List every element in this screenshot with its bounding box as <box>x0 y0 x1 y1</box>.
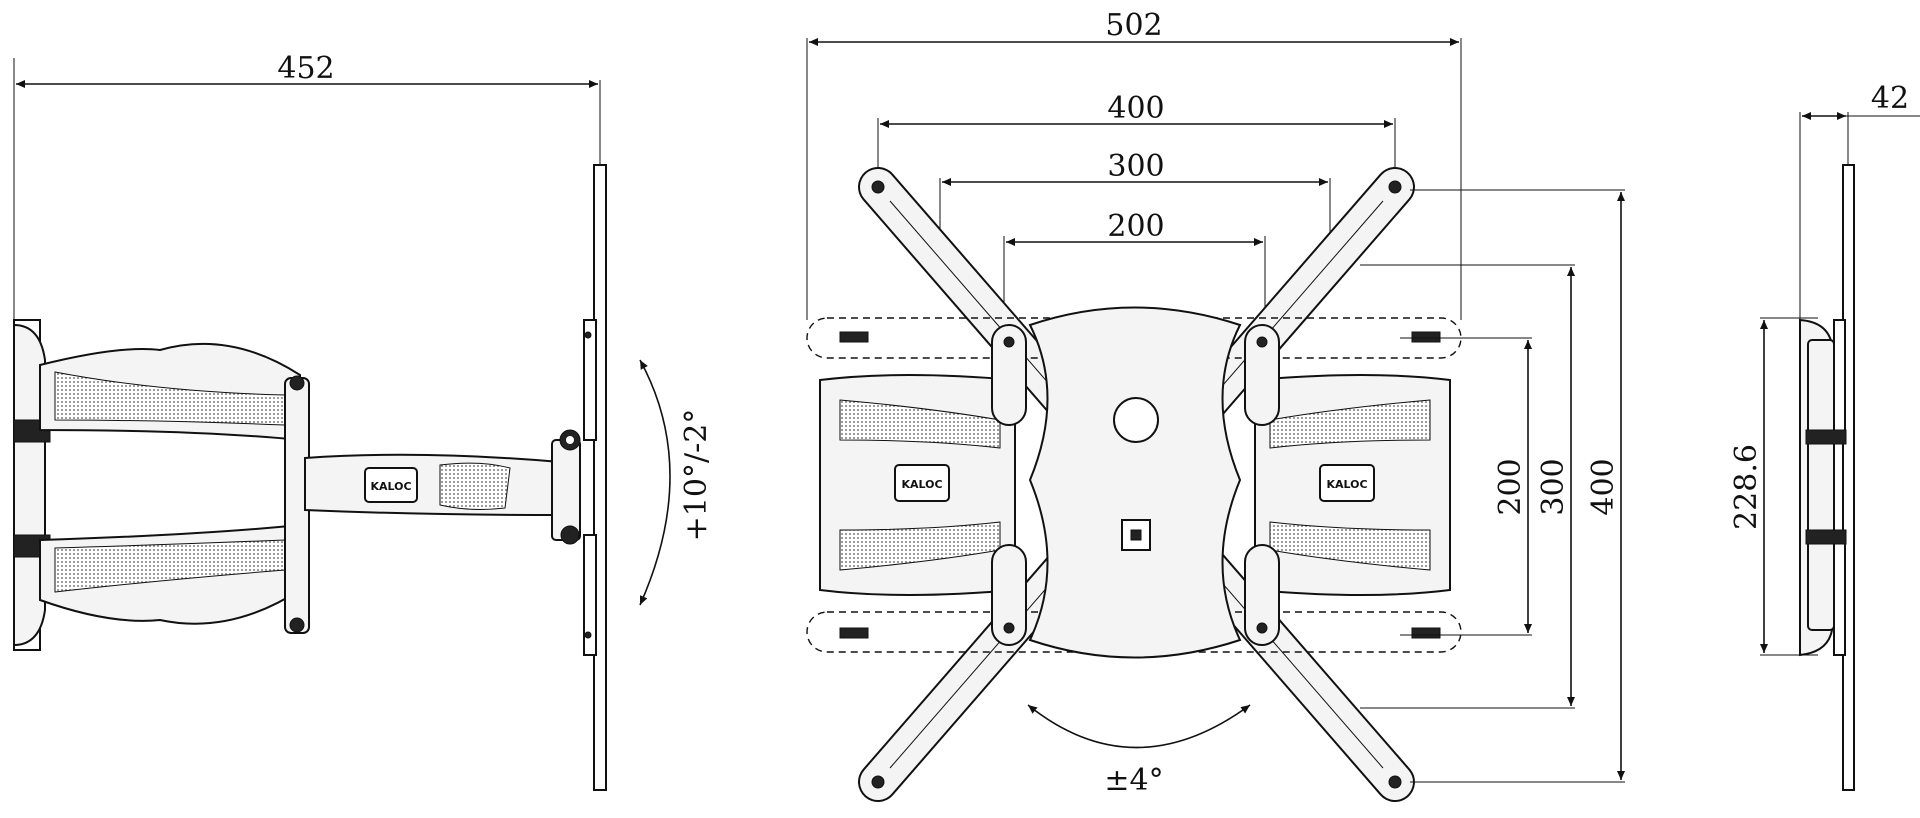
profile-assembly <box>1799 164 1855 791</box>
front-hspacing-2: 300 <box>1107 149 1164 184</box>
swivel-label: ±4° <box>1104 763 1163 798</box>
front-left-brand-label: KALOC <box>901 478 942 491</box>
side-upper-arm <box>39 342 301 442</box>
front-right-arm: KALOC <box>1254 374 1451 596</box>
side-lower-arm <box>39 523 301 625</box>
profile-height-label: 228.6 <box>1729 444 1764 530</box>
side-short-arm: KALOC <box>304 453 561 517</box>
front-overall-width-dimension: 502 <box>806 8 1462 320</box>
front-overall-width-label: 502 <box>1105 8 1162 43</box>
front-vspacing-3: 400 <box>1586 458 1621 515</box>
front-right-brand-label: KALOC <box>1326 478 1367 491</box>
side-tv-plate <box>583 164 607 791</box>
front-vspacing-1: 200 <box>1493 458 1528 515</box>
swivel-arc: ±4° <box>1027 704 1251 798</box>
front-hspacing-1: 400 <box>1107 91 1164 126</box>
side-view: 452 KALOC <box>13 51 714 791</box>
front-vertical-dimensions: 200 300 400 <box>1360 189 1625 783</box>
tilt-label: +10°/-2° <box>679 409 714 542</box>
side-width-label: 452 <box>277 51 334 86</box>
profile-depth-dimension: 42 <box>1799 81 1920 330</box>
side-brand-label: KALOC <box>370 480 411 493</box>
front-horizontal-dimensions: 400 300 200 <box>877 91 1396 310</box>
front-center-plate <box>1028 306 1242 659</box>
profile-view: 42 228.6 <box>1729 81 1920 791</box>
front-vspacing-2: 300 <box>1536 458 1571 515</box>
tilt-arc: +10°/-2° <box>639 359 714 606</box>
front-view: 502 400 300 200 <box>806 8 1625 802</box>
side-width-dimension: 452 <box>13 51 601 335</box>
profile-height-dimension: 228.6 <box>1729 317 1818 656</box>
profile-depth-label: 42 <box>1871 81 1909 116</box>
front-hspacing-3: 200 <box>1107 209 1164 244</box>
front-left-arm: KALOC <box>819 374 1016 596</box>
side-tilt-head <box>551 429 581 545</box>
front-mounting-sliders <box>991 324 1280 646</box>
